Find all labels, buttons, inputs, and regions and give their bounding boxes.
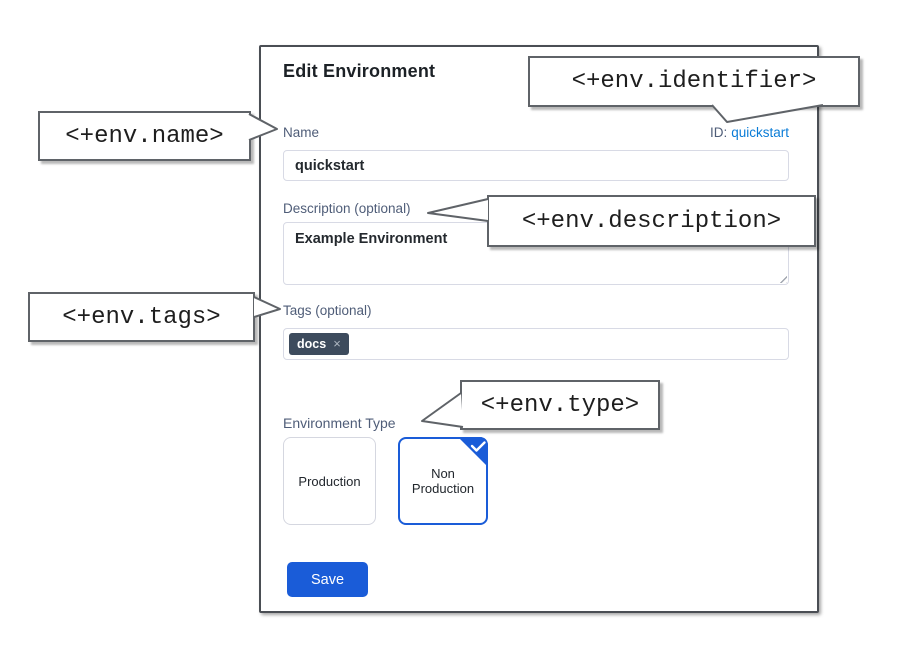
environment-id: ID:quickstart bbox=[710, 125, 789, 140]
tags-label: Tags (optional) bbox=[283, 303, 372, 318]
environment-type-options: Production Non Production bbox=[283, 437, 488, 525]
callout-env-name: <+env.name> bbox=[38, 111, 251, 161]
callout-tail bbox=[248, 113, 278, 141]
callout-env-tags: <+env.tags> bbox=[28, 292, 255, 342]
callout-env-identifier: <+env.identifier> bbox=[528, 56, 860, 107]
type-card-label: Non Production bbox=[411, 466, 475, 496]
type-card-label: Production bbox=[298, 473, 361, 489]
environment-type-label: Environment Type bbox=[283, 415, 396, 431]
tag-chip: docs × bbox=[289, 333, 349, 355]
callout-env-type: <+env.type> bbox=[460, 380, 660, 430]
dialog-title: Edit Environment bbox=[283, 61, 436, 81]
resize-handle-icon[interactable] bbox=[777, 273, 787, 283]
callout-tail bbox=[421, 392, 464, 428]
name-row: Name ID:quickstart bbox=[283, 125, 789, 140]
callout-tail bbox=[427, 198, 489, 222]
callout-tail bbox=[253, 296, 281, 318]
tag-remove-icon[interactable]: × bbox=[333, 336, 341, 352]
callout-env-description: <+env.description> bbox=[487, 195, 816, 247]
save-button[interactable]: Save bbox=[287, 562, 368, 597]
tags-input[interactable]: docs × bbox=[283, 328, 789, 360]
type-card-production[interactable]: Production bbox=[283, 437, 376, 525]
tag-chip-label: docs bbox=[297, 336, 327, 351]
type-card-non-production[interactable]: Non Production bbox=[398, 437, 488, 525]
id-label: ID: bbox=[709, 125, 728, 140]
name-input[interactable] bbox=[283, 150, 789, 181]
description-label: Description (optional) bbox=[283, 201, 411, 216]
edit-environment-dialog: Edit Environment Name ID:quickstart Desc… bbox=[259, 45, 819, 613]
selected-check-icon bbox=[458, 437, 488, 467]
callout-tail bbox=[711, 104, 824, 123]
name-label: Name bbox=[283, 125, 320, 140]
id-value-link[interactable]: quickstart bbox=[731, 125, 789, 140]
